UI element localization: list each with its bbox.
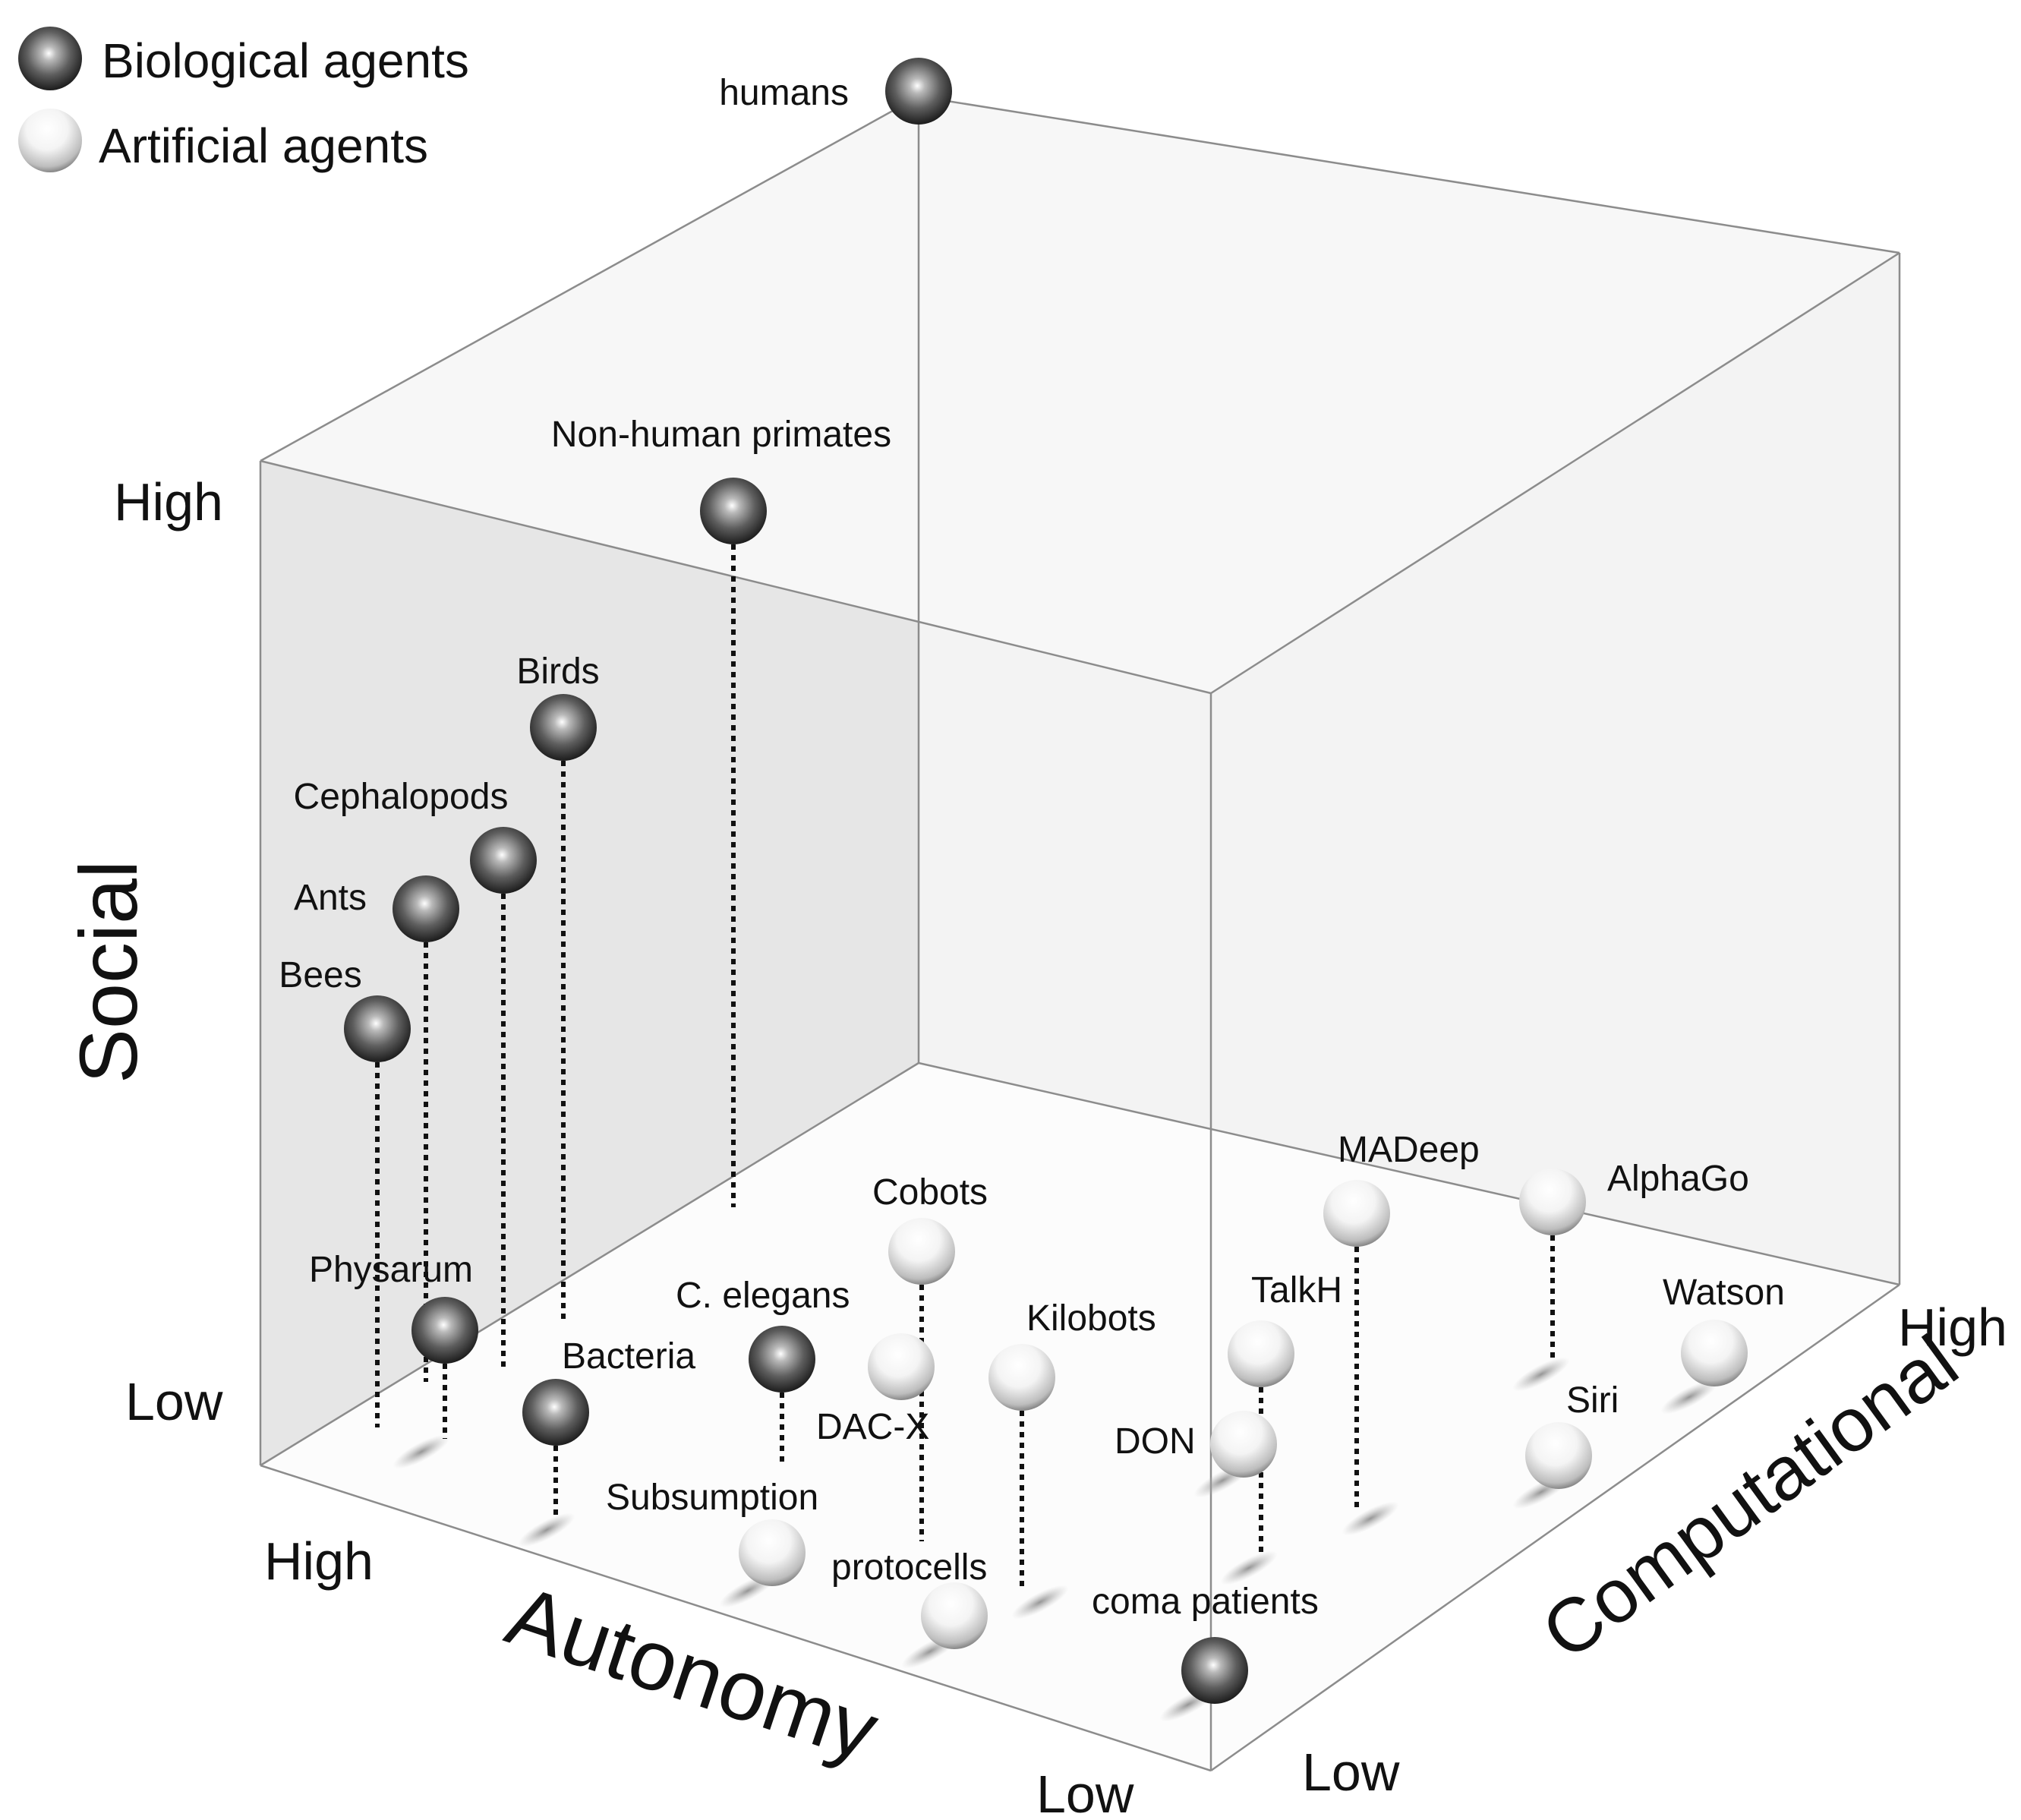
watson-label: Watson xyxy=(1663,1273,1785,1313)
watson-shadow xyxy=(1660,1380,1718,1415)
kilobots-shadow xyxy=(1011,1585,1069,1620)
don-marker xyxy=(1210,1411,1277,1478)
agent-madeep: MADeep xyxy=(1323,1130,1480,1247)
agent-alphago: AlphaGo xyxy=(1519,1159,1749,1235)
humans-label: humans xyxy=(719,73,849,113)
agent-kilobots: Kilobots xyxy=(988,1298,1156,1411)
agent-physarum: Physarum xyxy=(309,1250,478,1364)
ants-label: Ants xyxy=(294,878,367,918)
birds-marker xyxy=(530,694,597,761)
madeep-shadow xyxy=(1342,1501,1399,1536)
agent-humans: humans xyxy=(719,58,952,125)
agent-protocells: protocells xyxy=(831,1547,988,1649)
alphago-label: AlphaGo xyxy=(1607,1159,1749,1199)
siri-marker xyxy=(1525,1422,1592,1489)
talkh-shadow xyxy=(1220,1550,1278,1585)
madeep-label: MADeep xyxy=(1338,1130,1480,1170)
birds-label: Birds xyxy=(516,651,599,692)
talkh-label: TalkH xyxy=(1251,1270,1342,1311)
bacteria-marker xyxy=(522,1379,589,1446)
legend-artificial-label: Artificial agents xyxy=(99,118,428,173)
bees-label: Bees xyxy=(279,955,361,995)
computational-high-label: High xyxy=(1898,1298,2007,1357)
agent-bacteria: Bacteria xyxy=(522,1336,695,1446)
siri-label: Siri xyxy=(1566,1380,1619,1421)
legend-biological-label: Biological agents xyxy=(102,33,469,88)
humans-marker xyxy=(885,58,952,125)
non-human-primates-marker xyxy=(700,478,767,544)
coma-patients-label: coma patients xyxy=(1092,1582,1319,1622)
cephalopods-label: Cephalopods xyxy=(294,777,509,817)
c-elegans-label: C. elegans xyxy=(676,1276,850,1316)
dac-x-label: DAC-X xyxy=(816,1407,929,1447)
agent-birds: Birds xyxy=(516,651,600,761)
agent-non-human-primates: Non-human primates xyxy=(551,415,891,544)
social-low-label: Low xyxy=(125,1372,223,1431)
talkh-marker xyxy=(1228,1320,1294,1387)
bacteria-label: Bacteria xyxy=(562,1336,695,1377)
agent-ants: Ants xyxy=(294,875,459,942)
physarum-marker xyxy=(411,1297,478,1364)
protocells-label: protocells xyxy=(831,1547,987,1588)
agent-bees: Bees xyxy=(279,955,411,1062)
legend-artificial-marker xyxy=(18,109,82,172)
cobots-marker xyxy=(888,1218,955,1285)
agent-siri: Siri xyxy=(1525,1380,1619,1489)
agent-subsumption: Subsumption xyxy=(606,1478,818,1586)
c-elegans-marker xyxy=(749,1326,815,1393)
physarum-shadow xyxy=(393,1434,450,1469)
non-human-primates-label: Non-human primates xyxy=(551,415,891,455)
physarum-label: Physarum xyxy=(309,1250,473,1290)
agent-talkh: TalkH xyxy=(1228,1270,1342,1387)
social-axis-title: Social xyxy=(62,860,154,1083)
alphago-marker xyxy=(1519,1169,1586,1235)
social-high-label: High xyxy=(114,472,223,531)
autonomy-low-label: Low xyxy=(1036,1765,1134,1820)
computational-low-label: Low xyxy=(1302,1743,1400,1802)
agent-cephalopods: Cephalopods xyxy=(294,777,537,894)
kilobots-label: Kilobots xyxy=(1026,1298,1156,1339)
madeep-marker xyxy=(1323,1180,1390,1247)
cobots-label: Cobots xyxy=(872,1172,988,1213)
floor xyxy=(260,1063,1900,1771)
watson-marker xyxy=(1681,1320,1748,1386)
top-face xyxy=(260,96,1900,693)
subsumption-label: Subsumption xyxy=(606,1478,818,1518)
subsumption-marker xyxy=(739,1519,806,1586)
agent-dac-x: DAC-X xyxy=(816,1333,935,1447)
agent-c-elegans: C. elegans xyxy=(676,1276,850,1393)
bees-marker xyxy=(344,995,411,1062)
protocells-marker xyxy=(921,1582,988,1649)
coma-patients-marker xyxy=(1181,1637,1248,1704)
don-label: DON xyxy=(1115,1421,1196,1462)
agent-cobots: Cobots xyxy=(872,1172,988,1285)
autonomy-high-label: High xyxy=(264,1531,374,1591)
alphago-shadow xyxy=(1512,1357,1570,1392)
cephalopods-marker xyxy=(470,827,537,894)
agent-watson: Watson xyxy=(1663,1273,1785,1386)
legend: Biological agents Artificial agents xyxy=(18,27,469,173)
bacteria-shadow xyxy=(518,1512,575,1547)
agent-coma-patients: coma patients xyxy=(1092,1582,1319,1704)
ants-marker xyxy=(393,875,459,942)
legend-biological-marker xyxy=(18,27,82,90)
agent-don: DON xyxy=(1115,1411,1277,1478)
kilobots-marker xyxy=(988,1344,1055,1411)
dac-x-marker xyxy=(868,1333,935,1400)
